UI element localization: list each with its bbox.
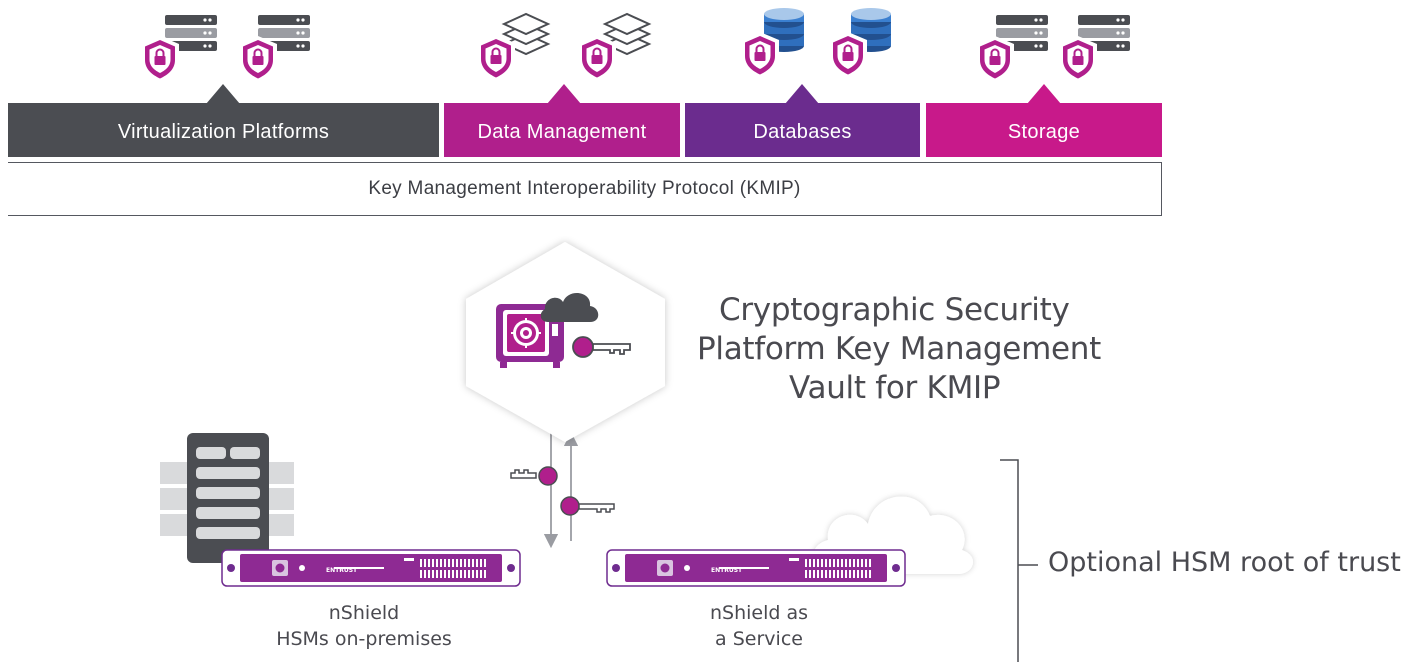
category-label: Databases [753, 120, 852, 143]
shield-database-icon [828, 8, 891, 80]
category-label: Virtualization Platforms [117, 120, 330, 143]
shield-layers-icon [476, 13, 549, 83]
optional-hsm-bracket [1000, 459, 1038, 662]
vault-title-line-1: Cryptographic Security [719, 292, 1070, 328]
hsm-as-a-service-line-2: a Service [715, 628, 803, 650]
hsm-as-a-service-graphic: ENTRUST [606, 496, 974, 587]
hsm-brand: ENTRUST [326, 567, 358, 574]
vault-title-line-2: Platform Key Management [697, 331, 1101, 367]
key-icon [510, 466, 558, 486]
hsm-brand: ENTRUST [711, 567, 743, 574]
category-databases: Databases [685, 103, 920, 157]
hsm-on-premises-line-1: nShield [328, 602, 400, 624]
vault-title-line-3: Vault for KMIP [789, 370, 1001, 406]
vault-hexagon [466, 242, 665, 549]
shield-server-icon [1058, 15, 1130, 84]
shield-server-icon [975, 15, 1048, 84]
hsm-as-a-service-line-1: nShield as [709, 602, 809, 624]
category-notch [547, 84, 581, 104]
hsm-on-premises-line-2: HSMs on-premises [276, 628, 452, 650]
shield-database-icon [740, 8, 804, 80]
kmip-protocol-label: Key Management Interoperability Protocol… [368, 178, 801, 199]
category-notch [206, 84, 240, 104]
kmip-protocol-bar: Key Management Interoperability Protocol… [8, 162, 1162, 216]
shield-layers-icon [577, 13, 650, 83]
hsm-as-a-service-caption: nShield as a Service [659, 600, 859, 652]
optional-hsm-root-of-trust-label: Optional HSM root of trust [1048, 547, 1401, 578]
vault-cloud-key-icon [496, 292, 631, 368]
shield-server-icon [140, 15, 217, 84]
category-label: Data Management [477, 120, 647, 143]
hsm-on-premises-caption: nShield HSMs on-premises [254, 600, 474, 652]
category-notch [1027, 84, 1061, 104]
category-data-management: Data Management [444, 103, 680, 157]
hsm-on-premises-graphic: ENTRUST [160, 433, 521, 587]
key-icon [560, 496, 615, 516]
category-label: Storage [1007, 120, 1081, 143]
category-notch [785, 84, 819, 104]
category-storage: Storage [926, 103, 1162, 157]
category-virtualization-platforms: Virtualization Platforms [8, 103, 439, 157]
shield-server-icon [238, 15, 310, 84]
